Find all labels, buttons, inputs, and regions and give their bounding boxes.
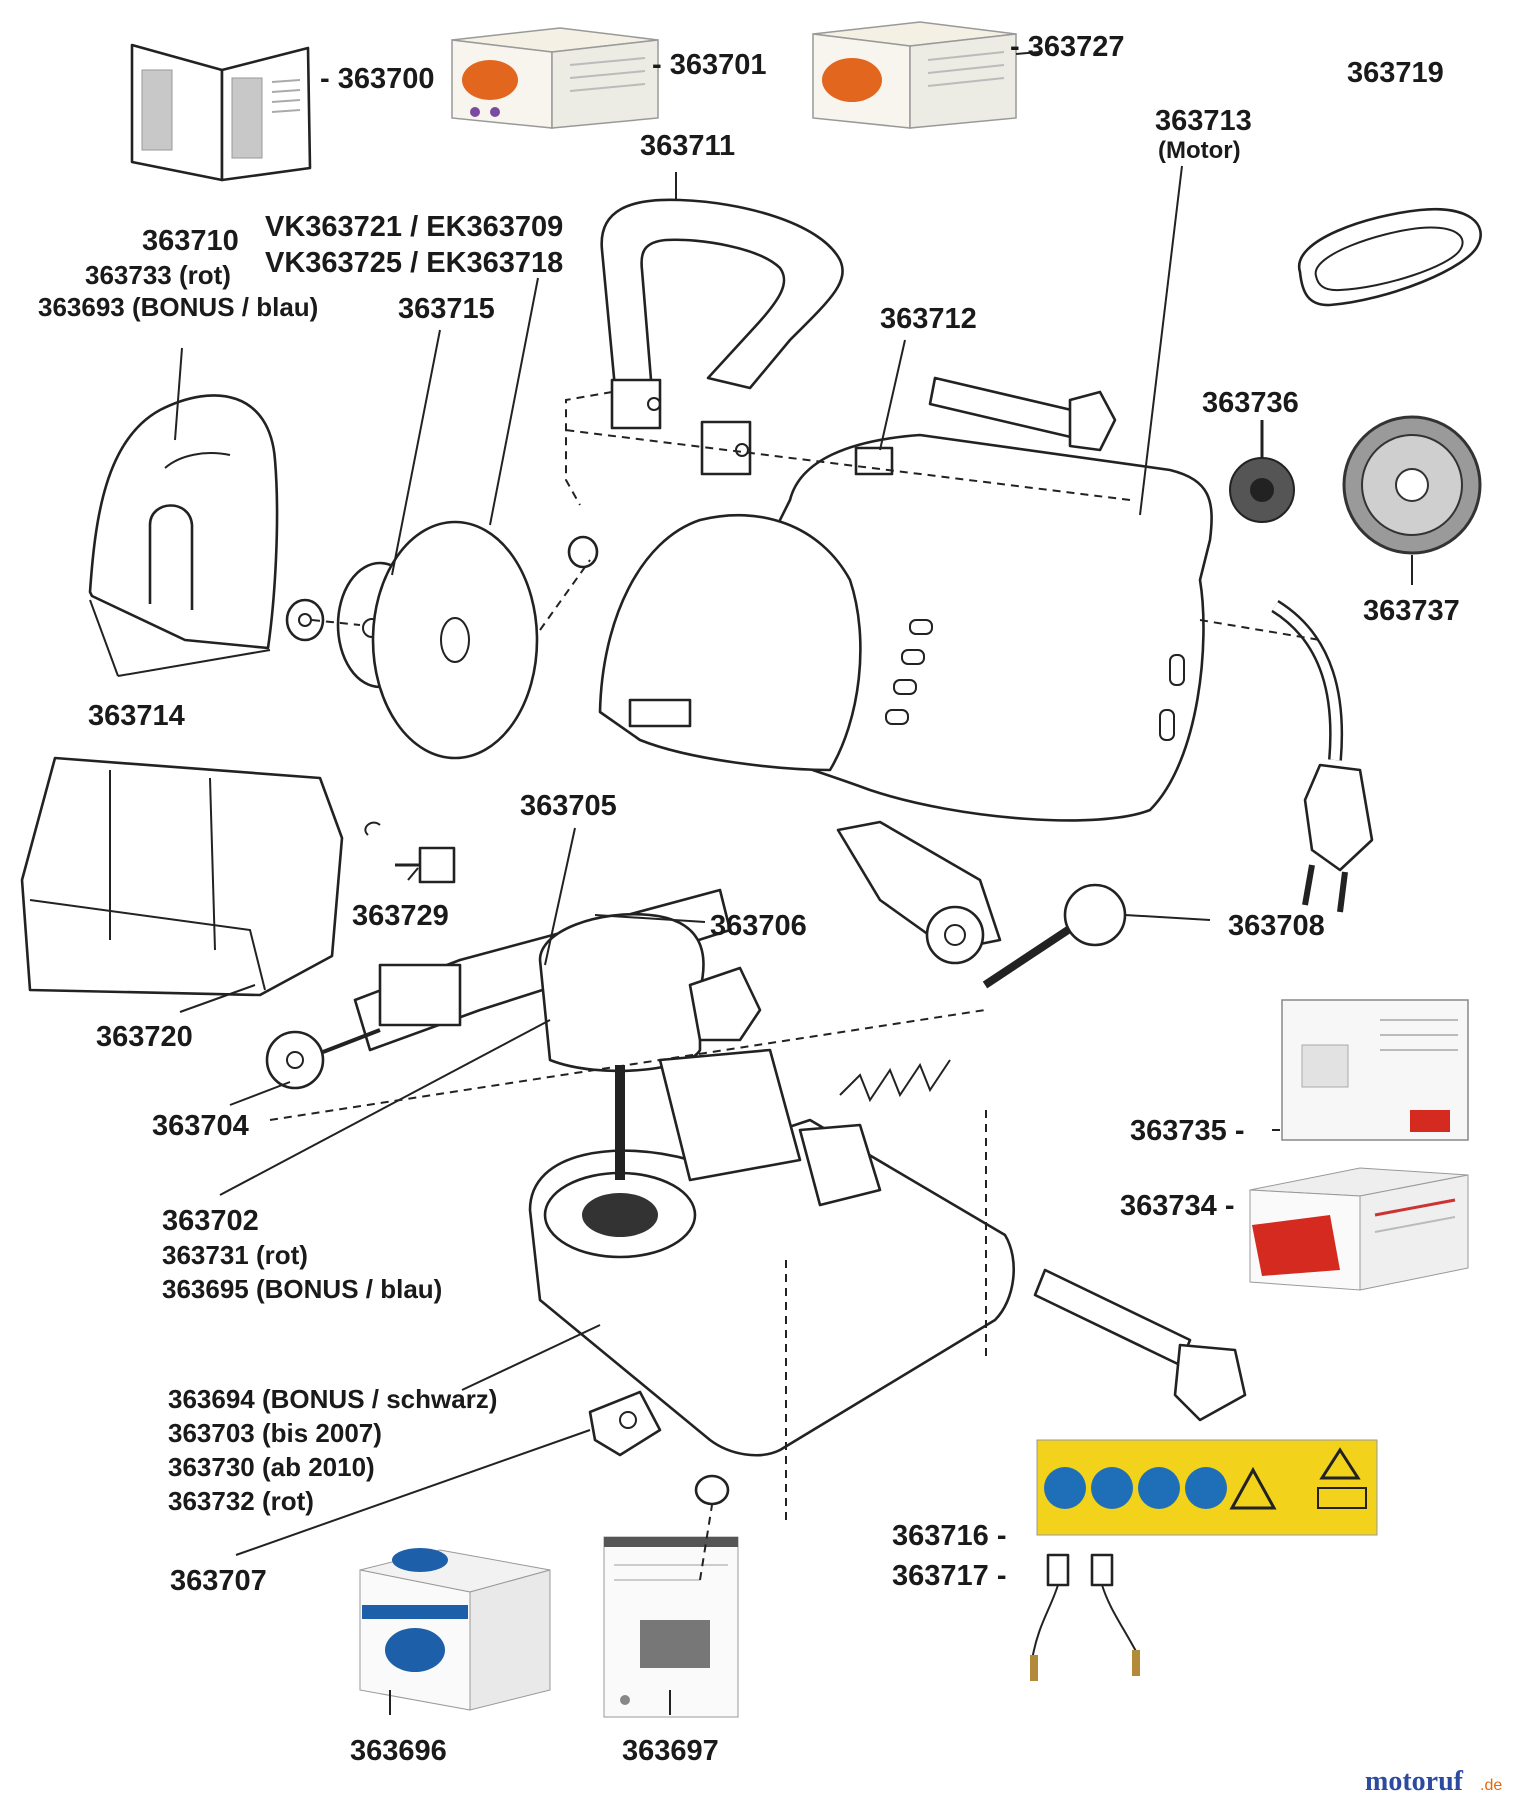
label-363696: 363696 — [350, 1735, 447, 1767]
leader-lines — [89, 51, 1413, 1715]
product-box-363701 — [451, 27, 659, 129]
label-363702: 363702 — [162, 1205, 259, 1237]
label-vk363725: VK363725 / EK363718 — [265, 247, 563, 279]
label-363705: 363705 — [520, 790, 617, 822]
watermark-name: motoruf — [1365, 1766, 1464, 1797]
label-vk363721: VK363721 / EK363709 — [265, 211, 563, 243]
label-363734: 363734 - — [1120, 1190, 1235, 1222]
chip-cover-363720 — [20, 756, 344, 997]
pinion-gear-363736 — [1229, 420, 1295, 523]
drive-belt-363719 — [1297, 207, 1482, 307]
label-363719: 363719 — [1347, 57, 1444, 89]
label-363695: 363695 (BONUS / blau) — [162, 1274, 442, 1304]
label-363733: 363733 (rot) — [85, 260, 231, 290]
power-cable-plug — [1271, 600, 1374, 913]
label-363727: - 363727 — [1010, 31, 1125, 63]
carbon-brushes-363717 — [1030, 1553, 1140, 1681]
nut-handle — [567, 535, 599, 569]
label-363729: 363729 — [352, 900, 449, 932]
watermark-suffix: .de — [1480, 1777, 1502, 1794]
label-363714: 363714 — [88, 700, 185, 732]
foot-363707 — [588, 1390, 662, 1457]
label-363732: 363732 (rot) — [168, 1486, 314, 1516]
label-363694: 363694 (BONUS / schwarz) — [168, 1384, 497, 1414]
label-363704: 363704 — [152, 1110, 249, 1142]
label-363730: 363730 (ab 2010) — [168, 1452, 375, 1482]
adjust-screw-363708 — [982, 883, 1127, 989]
assembly-dash-lines — [269, 391, 1321, 1581]
manual-booklet-363700 — [130, 43, 312, 182]
handle-363711 — [600, 198, 844, 476]
label-363717: 363717 - — [892, 1560, 1007, 1592]
bolt-long — [1033, 1268, 1247, 1422]
label-363731: 363731 (rot) — [162, 1240, 308, 1270]
label-363735: 363735 - — [1130, 1115, 1245, 1147]
spring — [839, 1059, 951, 1103]
product-box-363734 — [1249, 1167, 1469, 1291]
base-363694 — [528, 1048, 1016, 1457]
watermark-logo: motoruf .de — [1365, 1766, 1502, 1797]
label-363697: 363697 — [622, 1735, 719, 1767]
label-363716: 363716 - — [892, 1520, 1007, 1552]
label-363737: 363737 — [1363, 595, 1460, 627]
label-363715: 363715 — [398, 293, 495, 325]
label-363693: 363693 (BONUS / blau) — [38, 292, 318, 322]
label-363703: 363703 (bis 2007) — [168, 1418, 382, 1448]
wheel-guard-363710 — [88, 394, 279, 650]
part-number-labels: - 363700 - 363701 - 363727 363719 363711… — [38, 31, 1460, 1767]
grinding-wheel — [371, 520, 539, 760]
label-363720: 363720 — [96, 1021, 193, 1053]
label-363707: 363707 — [170, 1565, 267, 1597]
warning-label-363716 — [1036, 1439, 1378, 1536]
nut-363714 — [285, 598, 325, 642]
label-363736: 363736 — [1202, 387, 1299, 419]
manual-363735 — [1281, 999, 1469, 1141]
manual-363697 — [603, 1536, 739, 1718]
knob-363729 — [364, 821, 456, 884]
product-box-363727 — [812, 21, 1017, 129]
bonus-box-363696 — [359, 1548, 551, 1711]
label-363708: 363708 — [1228, 910, 1325, 942]
label-363713-note: (Motor) — [1158, 137, 1241, 164]
motor-housing-363713 — [598, 376, 1213, 965]
label-363700: - 363700 — [320, 63, 435, 95]
label-363710: 363710 — [142, 225, 239, 257]
chain-vise-363705 — [265, 888, 762, 1090]
nut-base — [694, 1474, 730, 1506]
label-363712: 363712 — [880, 303, 977, 335]
label-363706: 363706 — [710, 910, 807, 942]
label-363701: - 363701 — [652, 49, 767, 81]
belt-pulley-363737 — [1342, 415, 1482, 555]
label-363711: 363711 — [640, 130, 735, 162]
label-363713: 363713 — [1155, 105, 1252, 137]
